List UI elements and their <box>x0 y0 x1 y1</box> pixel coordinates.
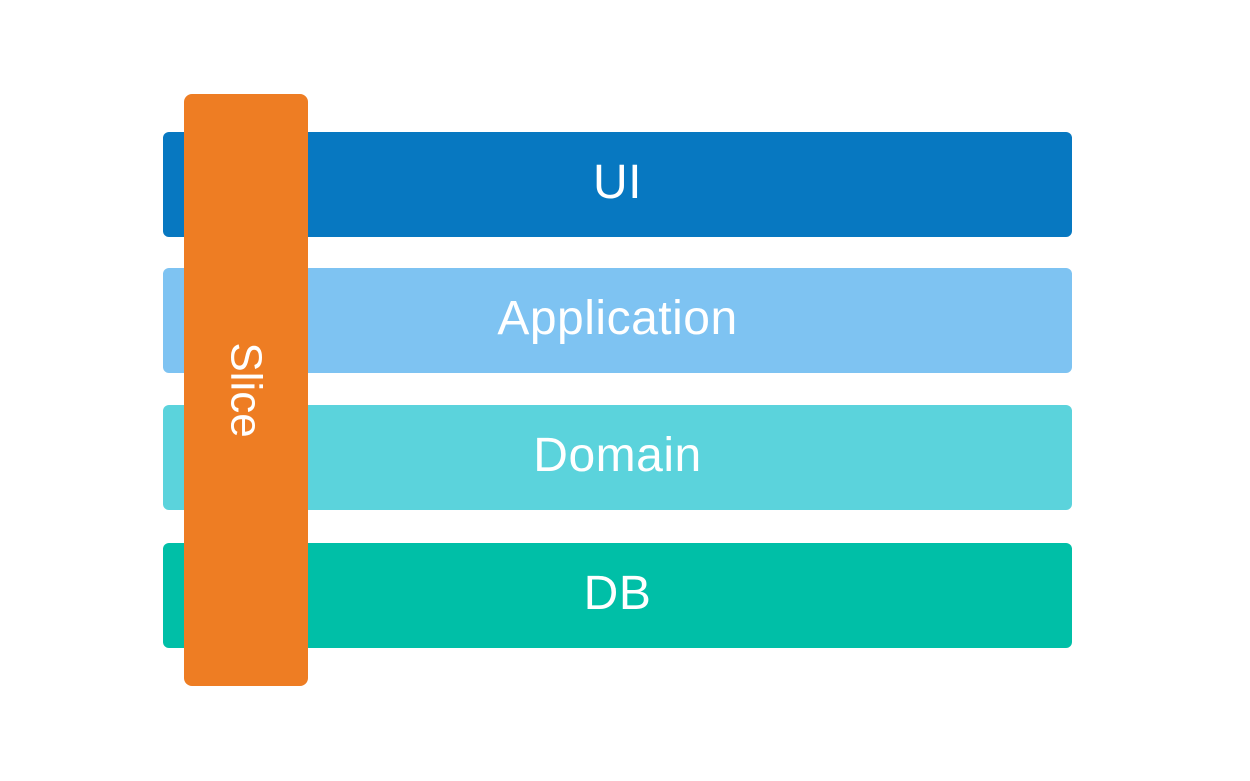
layer-label-db: DB <box>583 566 652 620</box>
layer-bar-db: DB <box>163 543 1072 648</box>
layer-label-application: Application <box>497 291 738 345</box>
slice-vertical-bar: Slice <box>184 94 308 686</box>
slice-label: Slice <box>222 342 271 438</box>
layer-bar-domain: Domain <box>163 405 1072 510</box>
layer-bar-application: Application <box>163 268 1072 373</box>
layer-label-domain: Domain <box>533 428 702 482</box>
layer-label-ui: UI <box>593 155 642 209</box>
layer-bar-ui: UI <box>163 132 1072 237</box>
